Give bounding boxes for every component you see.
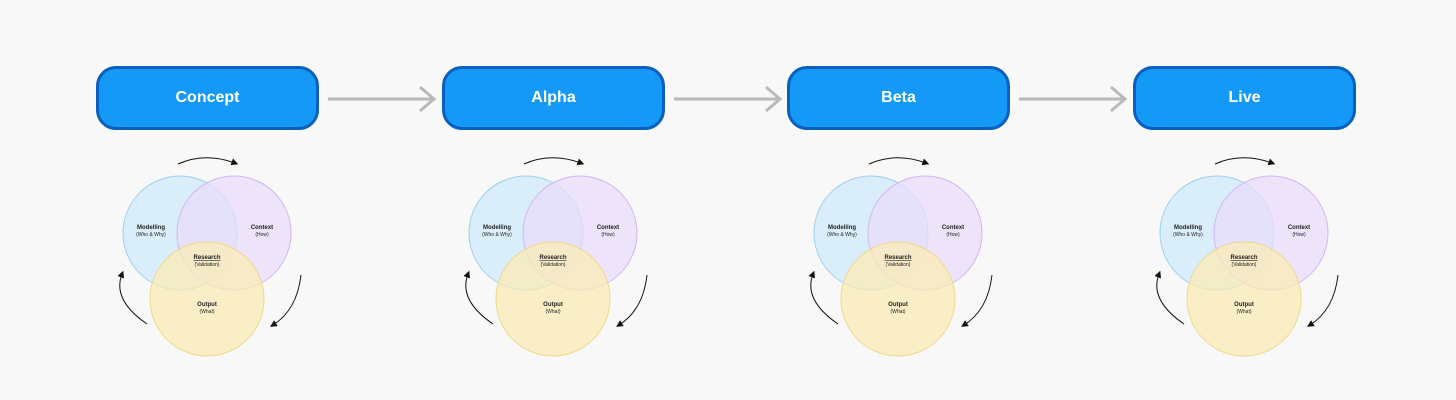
output-title: Output bbox=[197, 302, 217, 308]
venn-diagram: Modelling (Who & Why) Context (How) Rese… bbox=[1154, 157, 1339, 357]
stage-label: Alpha bbox=[531, 89, 576, 106]
cycle-arrow bbox=[868, 157, 930, 166]
stage-beta: Beta bbox=[787, 66, 1010, 130]
cycle-arrow bbox=[523, 157, 585, 166]
context-title: Context bbox=[942, 225, 964, 231]
stage-concept: Concept bbox=[96, 66, 319, 130]
modelling-title: Modelling bbox=[1174, 225, 1202, 231]
context-subtitle: (How) bbox=[601, 232, 615, 238]
output-title: Output bbox=[543, 302, 563, 308]
stage-arrow bbox=[674, 85, 783, 113]
stage-label: Live bbox=[1228, 89, 1261, 106]
stage-arrow bbox=[328, 85, 437, 113]
research-title: Research bbox=[1230, 255, 1257, 261]
cycle-arrow bbox=[961, 274, 993, 327]
cycle-arrow bbox=[270, 274, 302, 327]
context-title: Context bbox=[1288, 225, 1310, 231]
context-subtitle: (How) bbox=[255, 232, 269, 238]
stage-arrow bbox=[1019, 85, 1128, 113]
modelling-title: Modelling bbox=[137, 225, 165, 231]
cycle-arrow bbox=[1154, 270, 1185, 325]
output-circle bbox=[1186, 241, 1302, 357]
research-subtitle: (Validation) bbox=[886, 262, 911, 268]
output-circle bbox=[840, 241, 956, 357]
cycle-arrow bbox=[808, 270, 839, 325]
output-subtitle: (What) bbox=[546, 309, 561, 315]
output-title: Output bbox=[1234, 302, 1254, 308]
cycle-arrow bbox=[1214, 157, 1276, 166]
venn-diagram: Modelling (Who & Why) Context (How) Rese… bbox=[463, 157, 648, 357]
venn-diagram: Modelling (Who & Why) Context (How) Rese… bbox=[117, 157, 302, 357]
cycle-arrow bbox=[616, 274, 648, 327]
research-title: Research bbox=[539, 255, 566, 261]
context-subtitle: (How) bbox=[946, 232, 960, 238]
cycle-arrow bbox=[117, 270, 148, 325]
modelling-title: Modelling bbox=[483, 225, 511, 231]
context-title: Context bbox=[597, 225, 619, 231]
research-subtitle: (Validation) bbox=[1232, 262, 1257, 268]
modelling-subtitle: (Who & Why) bbox=[1173, 232, 1203, 238]
context-subtitle: (How) bbox=[1292, 232, 1306, 238]
stage-label: Beta bbox=[881, 89, 916, 106]
output-subtitle: (What) bbox=[200, 309, 215, 315]
stage-live: Live bbox=[1133, 66, 1356, 130]
cycle-arrow bbox=[463, 270, 494, 325]
modelling-subtitle: (Who & Why) bbox=[482, 232, 512, 238]
output-title: Output bbox=[888, 302, 908, 308]
stage-label: Concept bbox=[175, 89, 240, 106]
modelling-title: Modelling bbox=[828, 225, 856, 231]
stage-alpha: Alpha bbox=[442, 66, 665, 130]
modelling-subtitle: (Who & Why) bbox=[136, 232, 166, 238]
research-title: Research bbox=[884, 255, 911, 261]
cycle-arrow bbox=[1307, 274, 1339, 327]
output-subtitle: (What) bbox=[891, 309, 906, 315]
research-title: Research bbox=[193, 255, 220, 261]
output-circle bbox=[495, 241, 611, 357]
research-subtitle: (Validation) bbox=[195, 262, 220, 268]
cycle-arrow bbox=[177, 157, 239, 166]
output-subtitle: (What) bbox=[1237, 309, 1252, 315]
modelling-subtitle: (Who & Why) bbox=[827, 232, 857, 238]
research-subtitle: (Validation) bbox=[541, 262, 566, 268]
output-circle bbox=[149, 241, 265, 357]
venn-diagram: Modelling (Who & Why) Context (How) Rese… bbox=[808, 157, 993, 357]
context-title: Context bbox=[251, 225, 273, 231]
